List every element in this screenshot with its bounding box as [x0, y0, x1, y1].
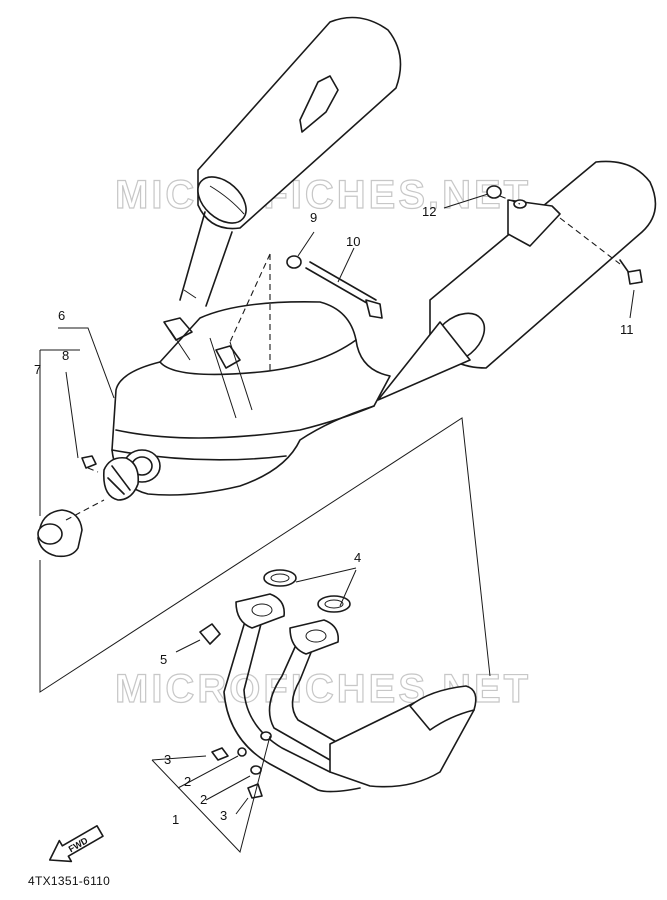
callout-1: 1 — [172, 812, 179, 827]
hardware-parts-2-3 — [211, 747, 263, 799]
callout-7: 7 — [34, 362, 41, 377]
muffler-right — [377, 160, 657, 401]
callout-8: 8 — [62, 348, 69, 363]
callout-11: 11 — [620, 322, 634, 337]
gasket-part-7 — [37, 509, 83, 558]
callout-2b: 2 — [200, 792, 207, 807]
callout-10: 10 — [346, 234, 360, 249]
fwd-arrow-icon: FWD — [48, 825, 104, 863]
callout-2a: 2 — [184, 774, 191, 789]
chamber-body — [111, 301, 391, 496]
callout-3b: 3 — [220, 808, 227, 823]
leader-lines — [39, 193, 635, 853]
callout-9: 9 — [310, 210, 317, 225]
callouts: 1 2 2 3 3 4 5 6 7 8 9 10 11 12 — [34, 204, 634, 827]
washer-part-9 — [286, 255, 302, 269]
bolt-part-10 — [305, 261, 383, 319]
callout-4: 4 — [354, 550, 361, 565]
exhaust-pipe — [223, 593, 477, 793]
nut-part-5 — [199, 623, 221, 645]
callout-5: 5 — [160, 652, 167, 667]
clamp-band — [102, 456, 140, 501]
diagram-code: 4TX1351-6110 — [28, 874, 111, 888]
callout-3a: 3 — [164, 752, 171, 767]
watermark-top: MICROFICHES.NET — [115, 173, 531, 217]
callout-12: 12 — [422, 204, 436, 219]
washer-part-12 — [486, 185, 502, 199]
bolt-part-8 — [81, 455, 97, 469]
muffler-left — [179, 16, 402, 307]
gasket-part-4 — [263, 569, 351, 613]
callout-6: 6 — [58, 308, 65, 323]
bolt-part-11 — [619, 259, 643, 285]
